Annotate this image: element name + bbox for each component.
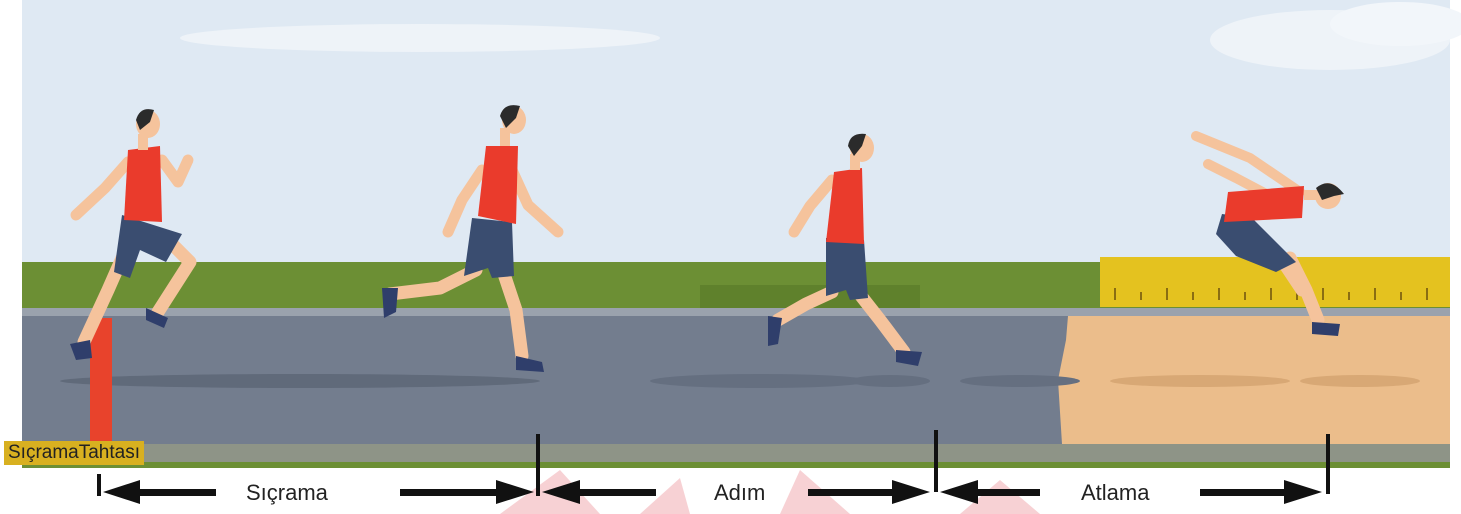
shadow <box>1300 375 1420 387</box>
arrow-step-right <box>808 480 930 504</box>
athlete-3 <box>768 133 922 366</box>
arrow-jump-right <box>1200 480 1322 504</box>
arrow-jump-left <box>940 480 1040 504</box>
phase-arrows <box>103 480 1322 504</box>
cloud <box>180 24 660 52</box>
shadow <box>1110 375 1290 387</box>
track-lower-edge <box>22 444 1450 464</box>
athlete-4 <box>1191 131 1344 336</box>
phase-label-step: Adım <box>714 480 766 505</box>
phase-label-hop: Sıçrama <box>246 480 328 505</box>
phase-label-jump: Atlama <box>1081 480 1150 505</box>
takeoff-board-label: SıçramaTahtası <box>4 441 144 465</box>
ruler-ticks <box>1114 288 1428 300</box>
arrow-hop-right <box>400 480 534 504</box>
arrow-hop-left <box>103 480 216 504</box>
athlete-2 <box>382 105 564 372</box>
track-lower-grass <box>22 462 1450 468</box>
shadow <box>850 375 930 387</box>
phase-markers <box>97 430 1330 496</box>
shadow <box>650 374 870 388</box>
athlete-1 <box>70 109 197 360</box>
shadow <box>60 374 540 388</box>
shadow <box>960 375 1080 387</box>
cloud <box>1330 2 1461 46</box>
arrow-step-left <box>542 480 656 504</box>
takeoff-board <box>90 318 112 444</box>
track-edge <box>22 308 1450 318</box>
